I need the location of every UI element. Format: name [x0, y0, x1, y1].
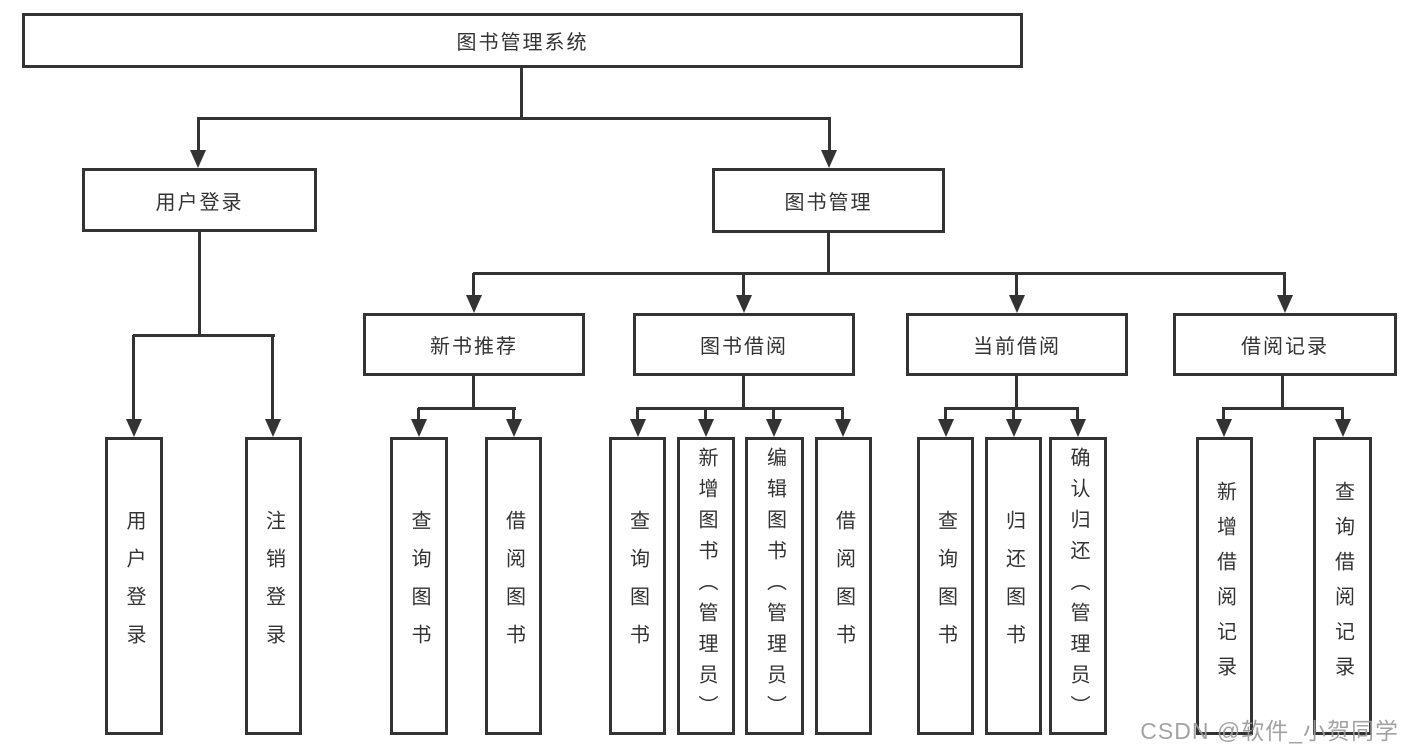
- node-root-label: 图书管理系统: [456, 32, 589, 54]
- arrowhead-leaf-logout: [265, 419, 281, 437]
- connector-user-login-rail: [133, 334, 275, 337]
- arrowhead-new-book-recommend: [466, 295, 482, 313]
- connector-to-leaf-logout: [271, 335, 274, 423]
- connector-leaf-line: [1012, 408, 1015, 423]
- connector-to-book-management: [828, 118, 831, 154]
- arrowhead-leaf: [630, 419, 646, 437]
- leaf-confirm-return-admin: 确认归还（管理员）: [1049, 437, 1107, 735]
- node-book-management-label: 图书管理: [784, 192, 873, 214]
- arrowhead-leaf: [1335, 419, 1351, 437]
- leaf-query-books-recommend-label: 查询图书: [408, 510, 430, 662]
- node-book-management: 图书管理: [712, 168, 945, 233]
- arrowhead-leaf: [1006, 419, 1022, 437]
- leaf-edit-books-admin-label: 编辑图书（管理员）: [763, 446, 786, 726]
- connector-borrow-records-stem: [1281, 376, 1284, 408]
- connector-to-user-login: [197, 118, 200, 154]
- node-new-book-recommend: 新书推荐: [363, 313, 585, 376]
- arrowhead-leaf: [938, 419, 954, 437]
- connector-new-book-recommend-stem: [472, 376, 475, 408]
- leaf-query-books-current: 查询图书: [917, 437, 974, 735]
- leaf-query-borrow-record-label: 查询借阅记录: [1331, 481, 1354, 691]
- leaf-return-books-label: 归还图书: [1002, 510, 1025, 662]
- connector-to-borrow-records: [1283, 273, 1286, 299]
- arrowhead-leaf: [411, 419, 427, 437]
- leaf-add-books-admin-label: 新增图书（管理员）: [695, 446, 717, 726]
- arrowhead-book-borrow: [736, 295, 752, 313]
- node-current-borrow-label: 当前借阅: [973, 336, 1061, 358]
- leaf-logout-label: 注销登录: [262, 510, 285, 662]
- arrowhead-leaf: [1070, 419, 1086, 437]
- connector-book-borrow-rail: [636, 407, 844, 410]
- connector-to-leaf-user-login: [132, 335, 135, 423]
- node-user-login: 用户登录: [82, 168, 317, 232]
- leaf-edit-books-admin: 编辑图书（管理员）: [745, 437, 804, 735]
- node-borrow-records: 借阅记录: [1173, 313, 1397, 376]
- leaf-logout: 注销登录: [245, 437, 302, 735]
- node-new-book-recommend-label: 新书推荐: [430, 336, 518, 358]
- arrowhead-user-login: [190, 150, 206, 168]
- connector-to-new-book-recommend: [472, 273, 475, 299]
- connector-leaf-line: [417, 408, 420, 423]
- arrowhead-leaf: [698, 419, 714, 437]
- leaf-user-login-label: 用户登录: [123, 510, 145, 662]
- connector-leaf-line: [1222, 408, 1225, 423]
- node-book-borrow-label: 图书借阅: [700, 336, 788, 358]
- leaf-add-books-admin: 新增图书（管理员）: [677, 437, 735, 735]
- node-book-borrow: 图书借阅: [633, 313, 855, 376]
- connector-root-rail: [197, 117, 831, 120]
- connector-new-book-recommend-rail: [418, 407, 516, 410]
- leaf-borrow-books-recommend: 借阅图书: [485, 437, 542, 735]
- leaf-query-books-borrow: 查询图书: [609, 437, 666, 735]
- connector-leaf-line: [636, 408, 639, 423]
- node-borrow-records-label: 借阅记录: [1241, 336, 1329, 358]
- connector-book-borrow-stem: [742, 376, 745, 408]
- connector-leaf-line: [512, 408, 515, 423]
- connector-current-borrow-stem: [1015, 376, 1018, 408]
- connector-leaf-line: [944, 408, 947, 423]
- leaf-add-borrow-record-label: 新增借阅记录: [1213, 481, 1236, 691]
- arrowhead-leaf-user-login: [126, 419, 142, 437]
- leaf-query-books-borrow-label: 查询图书: [626, 510, 649, 662]
- connector-user-login-stem: [198, 232, 201, 335]
- arrowhead-leaf: [506, 419, 522, 437]
- connector-book-management-stem: [827, 233, 830, 273]
- connector-to-current-borrow: [1015, 273, 1018, 299]
- connector-leaf-line: [1076, 408, 1079, 423]
- connector-leaf-line: [1341, 408, 1344, 423]
- leaf-query-books-current-label: 查询图书: [934, 510, 957, 662]
- leaf-query-borrow-record: 查询借阅记录: [1313, 437, 1372, 735]
- arrowhead-leaf: [1216, 419, 1232, 437]
- connector-borrow-records-rail: [1222, 407, 1344, 410]
- leaf-user-login: 用户登录: [105, 437, 163, 735]
- arrowhead-borrow-records: [1277, 295, 1293, 313]
- csdn-watermark: CSDN @软件_小贺同学: [1140, 718, 1399, 744]
- connector-leaf-line: [772, 408, 775, 423]
- leaf-query-books-recommend: 查询图书: [390, 437, 448, 735]
- arrowhead-leaf: [766, 419, 782, 437]
- leaf-return-books: 归还图书: [985, 437, 1042, 735]
- arrowhead-current-borrow: [1009, 295, 1025, 313]
- connector-leaf-line: [704, 408, 707, 423]
- node-current-borrow: 当前借阅: [906, 313, 1128, 376]
- connector-root-stem: [520, 68, 523, 118]
- leaf-confirm-return-admin-label: 确认归还（管理员）: [1067, 446, 1089, 726]
- connector-current-borrow-rail: [944, 407, 1079, 410]
- leaf-add-borrow-record: 新增借阅记录: [1196, 437, 1253, 735]
- node-user-login-label: 用户登录: [155, 191, 244, 214]
- arrowhead-book-management: [821, 150, 837, 168]
- leaf-borrow-books-label: 借阅图书: [832, 510, 855, 662]
- leaf-borrow-books-recommend-label: 借阅图书: [502, 510, 525, 662]
- connector-leaf-line: [841, 408, 844, 423]
- connector-to-book-borrow: [742, 273, 745, 299]
- leaf-borrow-books: 借阅图书: [815, 437, 872, 735]
- arrowhead-leaf: [835, 419, 851, 437]
- connector-book-management-rail: [473, 272, 1286, 275]
- node-root: 图书管理系统: [22, 13, 1023, 68]
